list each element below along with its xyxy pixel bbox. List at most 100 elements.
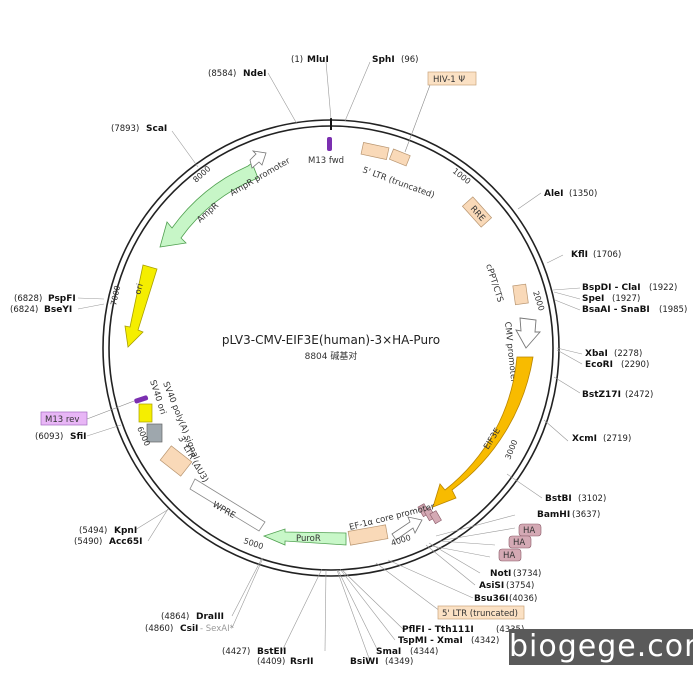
svg-text:(4427): (4427) bbox=[222, 647, 250, 657]
svg-text:(6824): (6824) bbox=[10, 305, 38, 315]
ef1a-label: EF-1α core promoter bbox=[348, 502, 436, 533]
svg-text:SpeI: SpeI bbox=[582, 294, 604, 304]
ha-tag-1 bbox=[518, 523, 542, 537]
ha-tag-1-label: HA bbox=[523, 526, 535, 536]
svg-text:(4860): (4860) bbox=[145, 624, 173, 634]
svg-text:AleI: AleI bbox=[544, 189, 564, 199]
svg-text:(3102): (3102) bbox=[578, 494, 606, 504]
site-smai: SmaI (4344) bbox=[376, 647, 438, 657]
svg-text:RsrII: RsrII bbox=[290, 657, 313, 667]
ef1a-arrow bbox=[391, 516, 423, 541]
watermark-logo: biogege.com bbox=[509, 629, 700, 665]
svg-text:CsiI: CsiI bbox=[180, 624, 198, 634]
svg-text:MluI: MluI bbox=[307, 55, 329, 65]
site-asisi: AsiSI (3754) bbox=[479, 581, 534, 591]
sv40pa-label: SV40 poly(A) signal bbox=[160, 380, 200, 461]
ampr-promoter-arrow bbox=[249, 150, 267, 169]
svg-text:XbaI: XbaI bbox=[585, 349, 608, 359]
site-ndei: (8584) NdeI bbox=[208, 69, 266, 79]
ha-marker-3 bbox=[429, 510, 442, 525]
site-bsaai: BsaAI - SnaBI (1985) bbox=[582, 305, 687, 315]
ampr-arrow bbox=[159, 162, 259, 248]
svg-text:(5490): (5490) bbox=[74, 537, 102, 547]
site-bstz17i: BstZ17I (2472) bbox=[582, 390, 653, 400]
tick-8000: 8000 bbox=[191, 164, 212, 184]
svg-text:(1985): (1985) bbox=[659, 305, 687, 315]
m13-rev-label: M13 rev bbox=[45, 415, 79, 425]
tick-1000: 1000 bbox=[451, 166, 473, 186]
hiv-psi-tag bbox=[427, 71, 477, 86]
site-mlui: (1) MluI bbox=[291, 55, 329, 65]
svg-text:ScaI: ScaI bbox=[146, 124, 167, 134]
svg-text:(3754): (3754) bbox=[506, 581, 534, 591]
site-csii: (4860) CsiI - SexAI* bbox=[145, 624, 234, 634]
svg-text:(7893): (7893) bbox=[111, 124, 139, 134]
backbone-outer bbox=[102, 119, 560, 577]
site-pflfi: PflFI - Tth111I (4335) bbox=[402, 625, 524, 635]
svg-text:(3734): (3734) bbox=[513, 569, 541, 579]
ha-tag-2-label: HA bbox=[513, 538, 525, 548]
svg-text:XcmI: XcmI bbox=[572, 434, 597, 444]
site-bsiwi: BsiWI (4349) bbox=[350, 657, 413, 667]
ha-tag-3-label: HA bbox=[503, 551, 515, 561]
svg-text:EcoRI: EcoRI bbox=[585, 360, 613, 370]
backbone-inner bbox=[108, 125, 554, 571]
svg-text:(2290): (2290) bbox=[621, 360, 649, 370]
svg-text:PflFI - Tth111I: PflFI - Tth111I bbox=[402, 625, 474, 635]
svg-text:Bsu36I: Bsu36I bbox=[474, 594, 509, 604]
puror-arrow bbox=[262, 528, 347, 546]
site-bstbi: BstBI (3102) bbox=[545, 494, 606, 504]
svg-text:- SexAI*: - SexAI* bbox=[200, 624, 234, 634]
site-leaders bbox=[77, 61, 583, 662]
tick-2000: 2000 bbox=[531, 290, 546, 312]
svg-text:BsiWI: BsiWI bbox=[350, 657, 379, 667]
svg-text:DraIII: DraIII bbox=[196, 612, 224, 622]
site-bsu36i: Bsu36I (4036) bbox=[474, 594, 537, 604]
site-sphi: SphI (96) bbox=[372, 55, 418, 65]
m13-fwd-marker bbox=[327, 137, 332, 151]
m13-rev-marker bbox=[134, 395, 149, 404]
svg-text:(2719): (2719) bbox=[603, 434, 631, 444]
svg-text:(4036): (4036) bbox=[509, 594, 537, 604]
hiv-psi-leader bbox=[404, 84, 431, 153]
puror-label: PuroR bbox=[296, 534, 321, 544]
site-alei: AleI (1350) bbox=[544, 189, 597, 199]
svg-text:(4409): (4409) bbox=[257, 657, 285, 667]
svg-text:(2472): (2472) bbox=[625, 390, 653, 400]
site-sfii: (6093) SfiI bbox=[35, 432, 87, 442]
svg-text:BspDI - ClaI: BspDI - ClaI bbox=[582, 283, 641, 293]
site-bamhi: BamHI (3637) bbox=[537, 510, 600, 520]
svg-text:(1922): (1922) bbox=[649, 283, 677, 293]
site-noti: NotI (3734) bbox=[490, 569, 541, 579]
svg-text:SfiI: SfiI bbox=[70, 432, 87, 442]
svg-text:(1350): (1350) bbox=[569, 189, 597, 199]
site-ecori: EcoRI (2290) bbox=[585, 360, 649, 370]
svg-text:(96): (96) bbox=[401, 55, 418, 65]
cppt-label: cPPT/CTS bbox=[483, 263, 505, 304]
svg-text:(1): (1) bbox=[291, 55, 303, 65]
cppt-feature bbox=[512, 283, 529, 306]
ltr3-feature bbox=[159, 445, 193, 477]
site-kfli: KflI (1706) bbox=[571, 250, 621, 260]
site-kpni: (5494) KpnI bbox=[79, 526, 137, 536]
ori-label: ori bbox=[133, 283, 146, 296]
site-bspdi: BspDI - ClaI (1922) bbox=[582, 283, 677, 293]
svg-text:KflI: KflI bbox=[571, 250, 588, 260]
site-acc65i: (5490) Acc65I bbox=[74, 537, 143, 547]
ltr5-feature bbox=[360, 142, 390, 160]
site-rsrii: (4409) RsrII bbox=[257, 657, 313, 667]
tick-7000: 7000 bbox=[109, 285, 122, 307]
svg-text:(2278): (2278) bbox=[614, 349, 642, 359]
svg-text:TspMI - XmaI: TspMI - XmaI bbox=[398, 636, 463, 646]
svg-text:BseYI: BseYI bbox=[44, 305, 72, 315]
svg-text:BstZ17I: BstZ17I bbox=[582, 390, 621, 400]
site-xcmi: XcmI (2719) bbox=[572, 434, 631, 444]
svg-text:(6093): (6093) bbox=[35, 432, 63, 442]
sv40ori-feature bbox=[146, 423, 163, 443]
ltr5b-feature bbox=[347, 524, 389, 546]
svg-text:(6828): (6828) bbox=[14, 294, 42, 304]
m13-fwd-label: M13 fwd bbox=[308, 156, 344, 166]
m13-rev-tag bbox=[40, 411, 88, 426]
svg-text:BstEII: BstEII bbox=[257, 647, 286, 657]
